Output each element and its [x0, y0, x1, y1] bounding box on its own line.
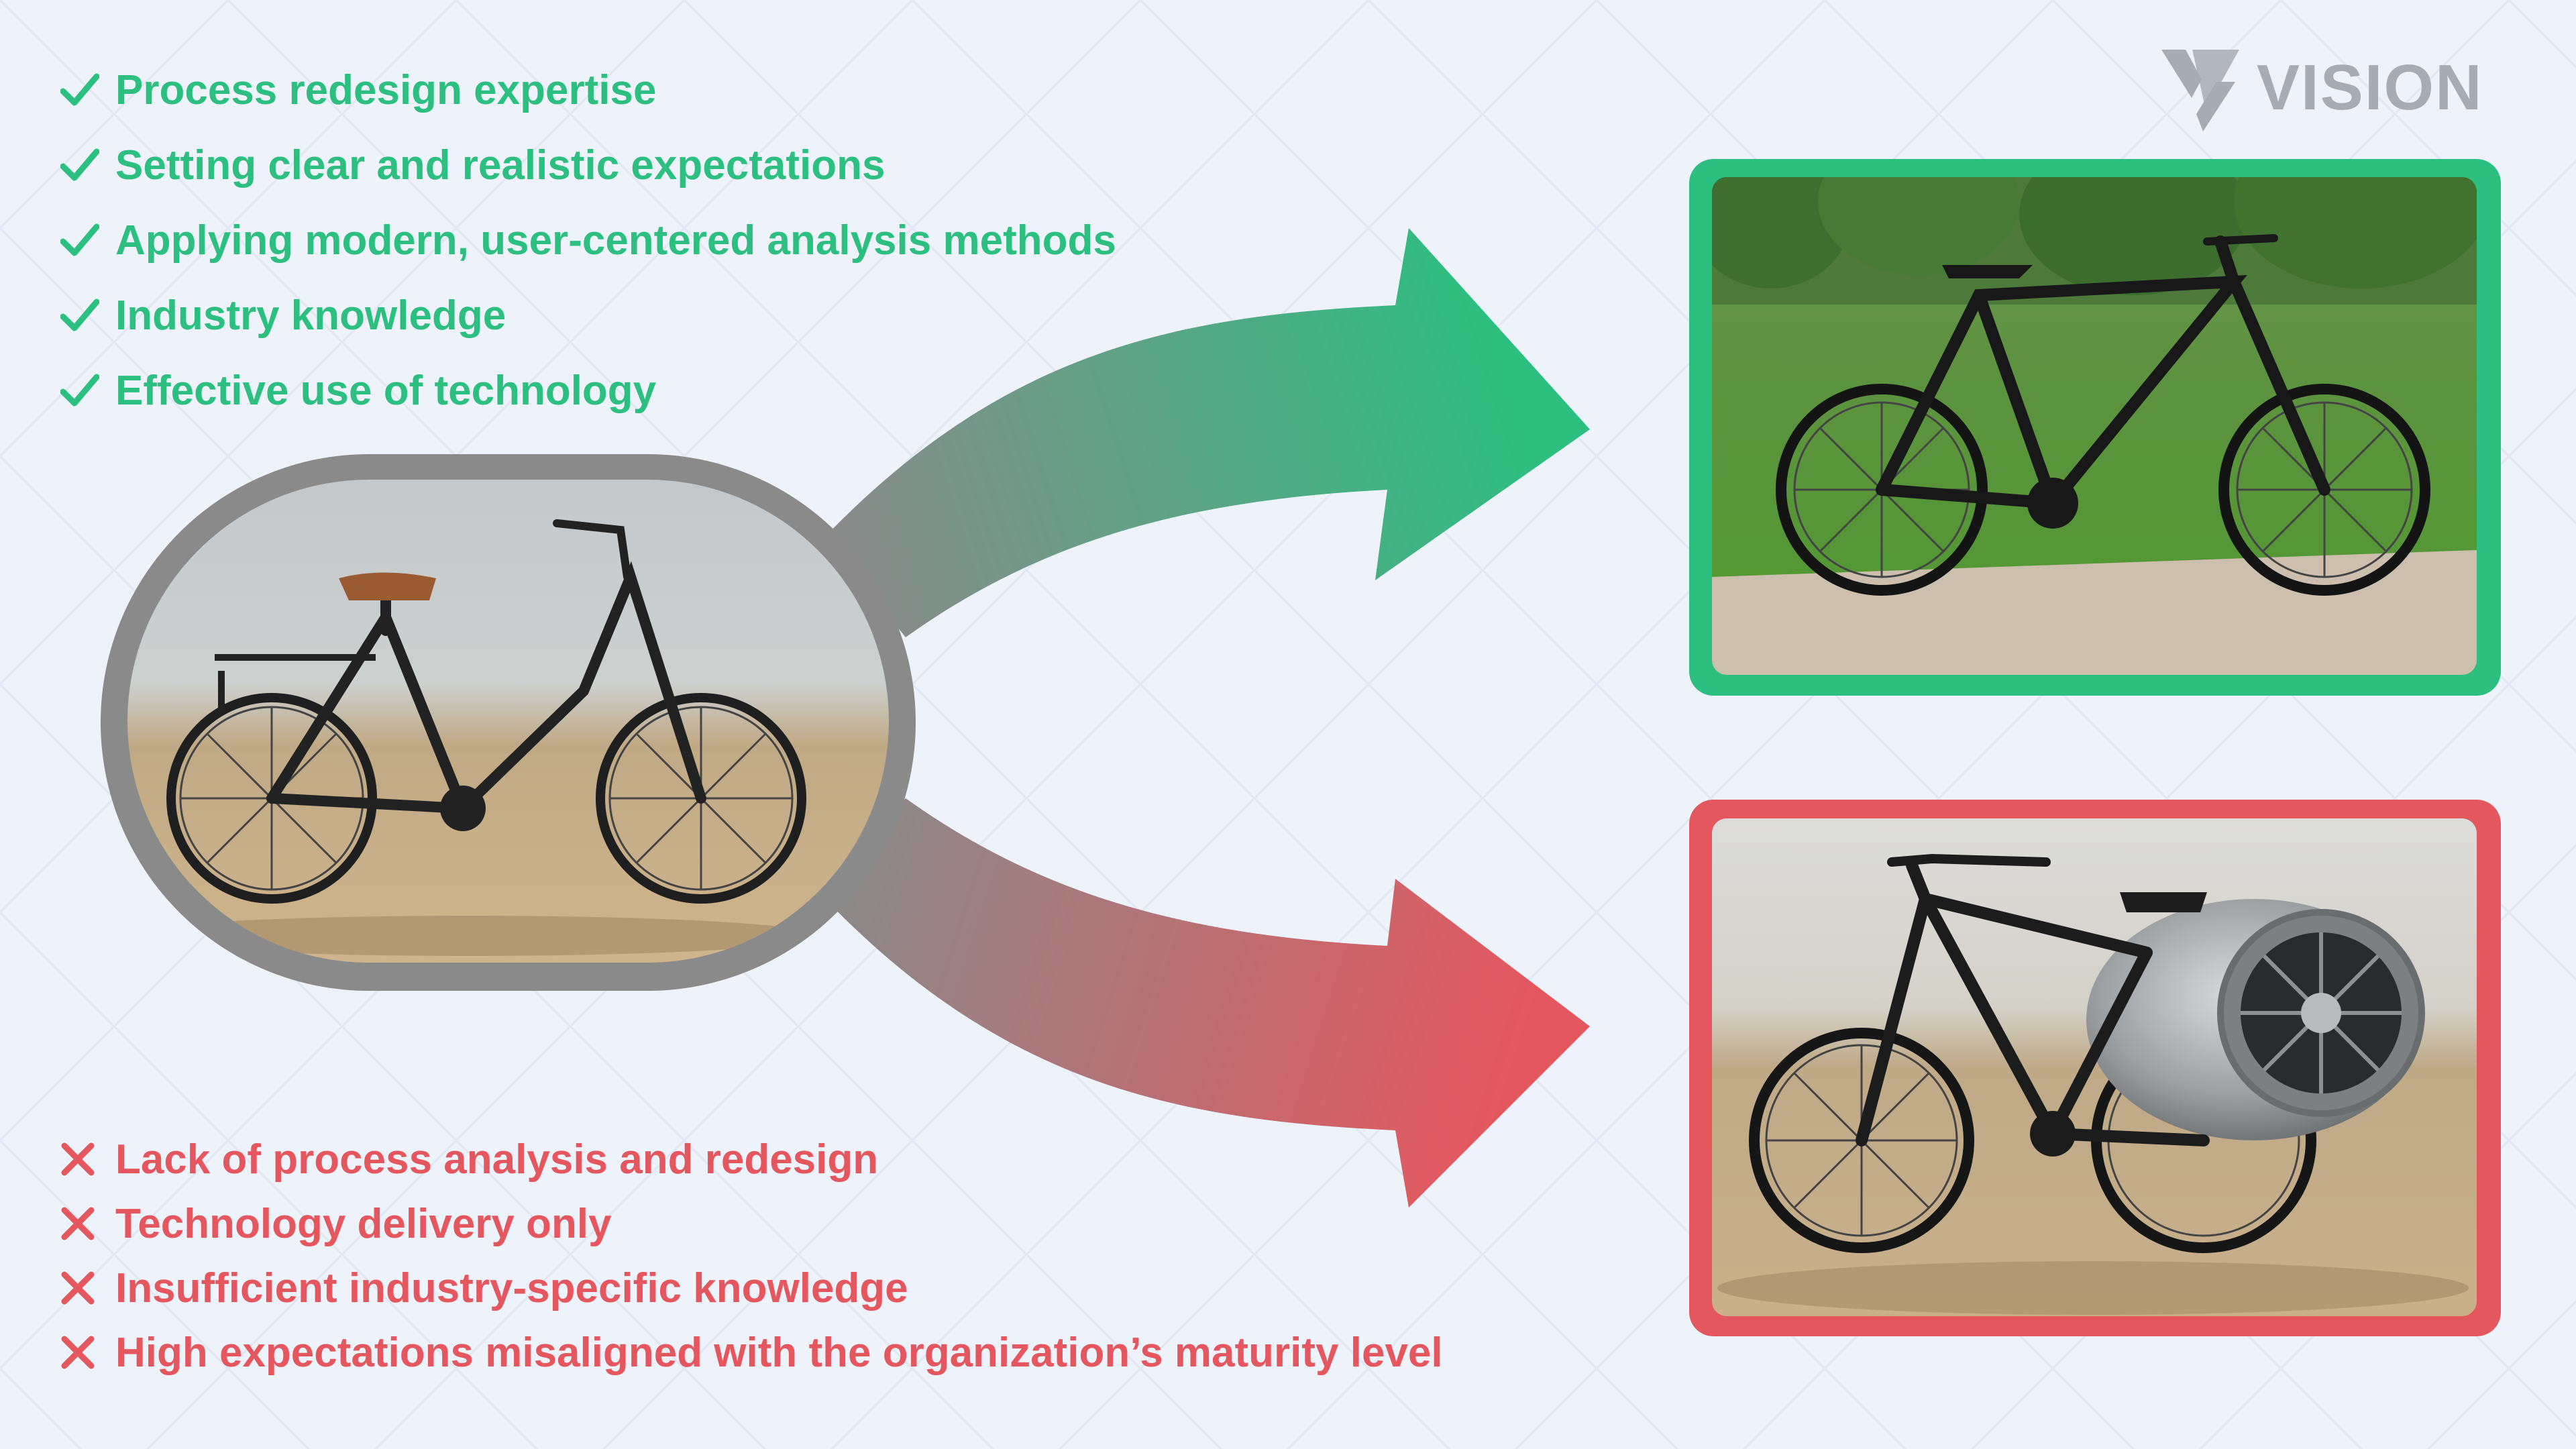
failure-factor-item: Insufficient industry-specific knowledge — [60, 1256, 1443, 1320]
success-factor-item: Setting clear and realistic expectations — [60, 127, 1116, 203]
classic-city-bicycle-image — [101, 454, 916, 991]
check-icon — [60, 373, 115, 408]
success-factor-text: Applying modern, user-centered analysis … — [115, 217, 1116, 264]
failure-arrow — [825, 798, 1590, 1208]
cross-icon — [60, 1335, 115, 1370]
success-factors-list: Process redesign expertise Setting clear… — [60, 52, 1116, 428]
vision-logo-text: VISION — [2257, 52, 2483, 123]
vision-logo: VISION — [2161, 44, 2483, 131]
success-arrow — [825, 228, 1590, 637]
failure-factor-text: High expectations misaligned with the or… — [115, 1329, 1443, 1376]
check-icon — [60, 72, 115, 107]
modern-commuter-bicycle-image — [1689, 159, 2501, 696]
cross-icon — [60, 1206, 115, 1241]
failure-factor-item: High expectations misaligned with the or… — [60, 1320, 1443, 1385]
check-icon — [60, 298, 115, 333]
failure-factor-item: Technology delivery only — [60, 1191, 1443, 1256]
jet-engine-bicycle-image — [1689, 800, 2501, 1336]
cross-icon — [60, 1142, 115, 1177]
failure-factor-item: Lack of process analysis and redesign — [60, 1127, 1443, 1191]
success-factor-text: Industry knowledge — [115, 292, 506, 339]
success-factor-text: Effective use of technology — [115, 367, 657, 414]
success-factor-item: Applying modern, user-centered analysis … — [60, 203, 1116, 278]
failure-factor-text: Insufficient industry-specific knowledge — [115, 1265, 908, 1311]
success-factor-item: Process redesign expertise — [60, 52, 1116, 127]
check-icon — [60, 223, 115, 258]
vision-logo-mark-icon — [2161, 50, 2239, 131]
failure-factor-text: Lack of process analysis and redesign — [115, 1136, 879, 1183]
failure-factor-text: Technology delivery only — [115, 1200, 612, 1247]
check-icon — [60, 148, 115, 182]
success-factor-item: Industry knowledge — [60, 278, 1116, 353]
success-factor-text: Process redesign expertise — [115, 66, 657, 113]
success-factor-item: Effective use of technology — [60, 353, 1116, 428]
failure-factors-list: Lack of process analysis and redesign Te… — [60, 1127, 1443, 1385]
cross-icon — [60, 1271, 115, 1305]
success-factor-text: Setting clear and realistic expectations — [115, 142, 885, 189]
